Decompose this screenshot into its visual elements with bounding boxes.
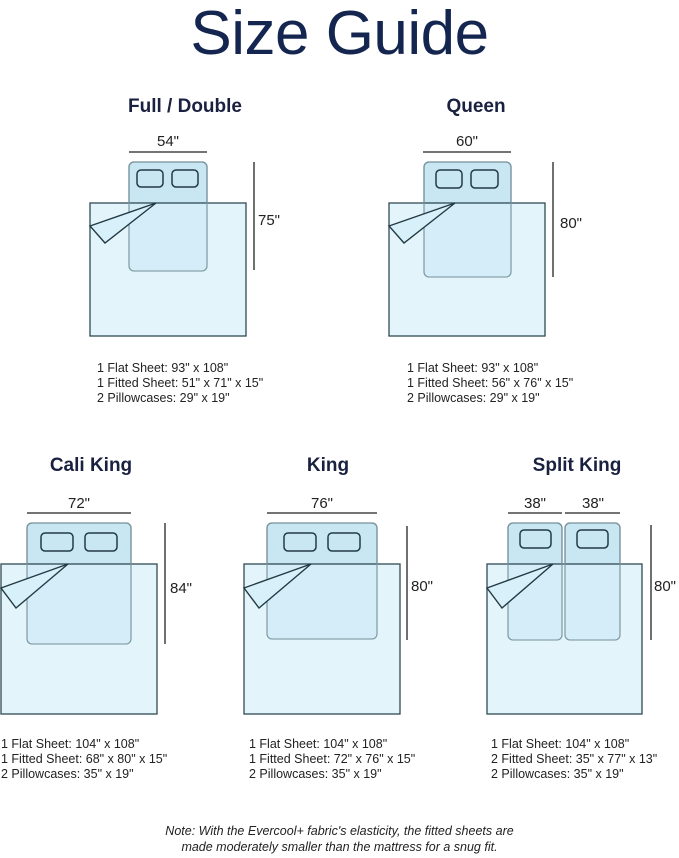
pillow-icon xyxy=(576,529,609,549)
width-label-right: 38" xyxy=(581,495,605,512)
footnote-line-1: Note: With the Evercool+ fabric's elasti… xyxy=(165,824,514,838)
length-label: 80" xyxy=(560,215,583,232)
size-title-cali-king: Cali King xyxy=(49,455,133,476)
diagram-cali-king xyxy=(0,512,166,715)
footnote: Note: With the Evercool+ fabric's elasti… xyxy=(0,823,679,855)
length-label: 84" xyxy=(170,580,193,597)
size-title-split-king: Split King xyxy=(532,455,622,476)
spec-pillowcases: 2 Pillowcases: 29" x 19" xyxy=(407,391,540,405)
pillow-icon xyxy=(435,169,463,189)
diagram-full-double xyxy=(88,151,255,337)
spec-pillowcases: 2 Pillowcases: 35" x 19" xyxy=(1,767,134,781)
diagram-king xyxy=(242,512,408,715)
pillow-icon xyxy=(171,169,199,188)
pillow-icon xyxy=(136,169,164,188)
spec-list-split-king: 1 Flat Sheet: 104" x 108" 2 Fitted Sheet… xyxy=(491,737,657,782)
spec-flat-sheet: 1 Flat Sheet: 104" x 108" xyxy=(491,737,630,751)
sheet-fold-icon xyxy=(387,202,456,244)
diagram-queen xyxy=(387,151,554,337)
spec-flat-sheet: 1 Flat Sheet: 93" x 108" xyxy=(97,361,229,375)
spec-flat-sheet: 1 Flat Sheet: 104" x 108" xyxy=(1,737,140,751)
spec-flat-sheet: 1 Flat Sheet: 104" x 108" xyxy=(249,737,388,751)
spec-list-cali-king: 1 Flat Sheet: 104" x 108" 1 Fitted Sheet… xyxy=(1,737,167,782)
width-label-left: 38" xyxy=(523,495,547,512)
sheet-fold-icon xyxy=(0,563,69,610)
spec-pillowcases: 2 Pillowcases: 29" x 19" xyxy=(97,391,230,405)
pillow-icon xyxy=(519,529,552,549)
spec-pillowcases: 2 Pillowcases: 35" x 19" xyxy=(249,767,382,781)
width-label: 72" xyxy=(67,495,91,512)
length-label: 80" xyxy=(411,578,434,595)
length-label: 75" xyxy=(258,212,281,229)
spec-fitted-sheet: 1 Fitted Sheet: 72" x 76" x 15" xyxy=(249,752,416,766)
sheet-fold-icon xyxy=(88,202,157,244)
sheet-fold-icon xyxy=(242,563,312,610)
length-label: 80" xyxy=(654,578,677,595)
width-label: 76" xyxy=(310,495,334,512)
diagram-split-king xyxy=(485,512,652,715)
pillow-icon xyxy=(283,532,317,552)
pillow-icon xyxy=(40,532,74,552)
spec-list-queen: 1 Flat Sheet: 93" x 108" 1 Fitted Sheet:… xyxy=(407,361,573,406)
spec-list-king: 1 Flat Sheet: 104" x 108" 1 Fitted Sheet… xyxy=(249,737,415,782)
spec-flat-sheet: 1 Flat Sheet: 93" x 108" xyxy=(407,361,539,375)
size-title-full-double: Full / Double xyxy=(128,96,242,117)
spec-pillowcases: 2 Pillowcases: 35" x 19" xyxy=(491,767,624,781)
spec-fitted-sheet: 2 Fitted Sheet: 35" x 77" x 13" xyxy=(491,752,658,766)
pillow-icon xyxy=(327,532,361,552)
sheet-fold-icon xyxy=(485,563,554,610)
flat-sheet xyxy=(89,202,247,337)
spec-fitted-sheet: 1 Fitted Sheet: 68" x 80" x 15" xyxy=(1,752,168,766)
spec-fitted-sheet: 1 Fitted Sheet: 51" x 71" x 15" xyxy=(97,376,264,390)
page-title: Size Guide xyxy=(190,0,489,68)
spec-list-full-double: 1 Flat Sheet: 93" x 108" 1 Fitted Sheet:… xyxy=(97,361,263,406)
width-label: 60" xyxy=(455,133,479,150)
spec-fitted-sheet: 1 Fitted Sheet: 56" x 76" x 15" xyxy=(407,376,574,390)
size-title-queen: Queen xyxy=(446,96,506,117)
footnote-line-2: made moderately smaller than the mattres… xyxy=(181,840,498,854)
pillow-icon xyxy=(470,169,499,189)
pillow-icon xyxy=(84,532,118,552)
width-label: 54" xyxy=(156,133,180,150)
size-title-king: King xyxy=(306,455,350,476)
